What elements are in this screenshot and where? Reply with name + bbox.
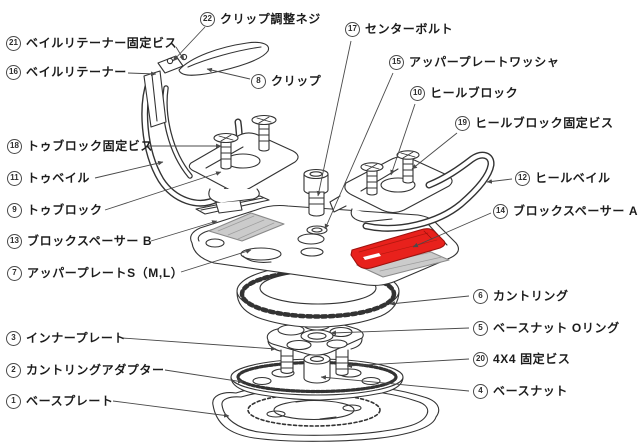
part-number: 9 — [7, 202, 22, 218]
4x4-screw-left — [280, 349, 294, 374]
part-number: 2 — [6, 362, 21, 378]
part-name: ベースナット Oリング — [493, 321, 620, 335]
heel-block-screw-2 — [396, 150, 420, 184]
part-label-20: 20 4X4 固定ビス — [473, 351, 571, 367]
part-number: 3 — [6, 330, 21, 346]
part-name: クリップ — [271, 74, 322, 88]
part-label-16: 16 ベイルリテーナー — [6, 64, 127, 80]
part-label-12: 12 ヒールベイル — [515, 170, 611, 186]
part-label-6: 6 カントリング — [473, 288, 569, 304]
clip — [178, 41, 270, 76]
toe-block — [188, 132, 299, 214]
part-number: 15 — [389, 54, 404, 70]
part-number: 11 — [7, 170, 22, 186]
part-label-8: 8 クリップ — [251, 73, 321, 89]
part-number: 18 — [7, 138, 22, 154]
part-name: ブロックスペーサー A — [513, 204, 639, 218]
part-number: 1 — [6, 393, 21, 409]
part-number: 21 — [6, 35, 21, 51]
part-label-2: 2 カントリングアダプター — [6, 362, 165, 378]
part-label-18: 18 トゥブロック固定ビス — [7, 138, 153, 154]
part-label-5: 5 ベースナット Oリング — [473, 320, 620, 336]
leader-lines — [94, 26, 513, 418]
part-name: ベイルリテーナー — [26, 65, 127, 79]
bail-retainer-screw — [166, 57, 174, 65]
part-name: 4X4 固定ビス — [493, 352, 571, 366]
part-number: 13 — [7, 233, 22, 249]
part-number: 19 — [455, 115, 470, 131]
part-label-4: 4 ベースナット — [473, 383, 568, 399]
part-label-17: 17 センターボルト — [345, 21, 453, 37]
part-number: 22 — [200, 11, 215, 27]
part-number: 20 — [473, 351, 488, 367]
part-name: カントリングアダプター — [26, 363, 165, 377]
block-spacer-a-highlight — [350, 228, 446, 270]
toe-block-screw-2 — [251, 114, 277, 152]
part-number: 17 — [345, 21, 360, 37]
part-name: センターボルト — [365, 22, 454, 36]
part-number: 4 — [473, 383, 488, 399]
part-number: 5 — [473, 320, 488, 336]
part-number: 6 — [473, 288, 488, 304]
part-label-10: 10 ヒールブロック — [410, 85, 518, 101]
part-label-19: 19 ヒールブロック固定ビス — [455, 115, 614, 131]
part-name: トゥベイル — [27, 171, 91, 185]
block-spacer-a-shape — [350, 228, 446, 270]
part-label-13: 13 ブロックスペーサー B — [7, 233, 152, 249]
part-number: 16 — [6, 64, 21, 80]
part-name: ベイルリテーナー固定ビス — [26, 36, 178, 50]
part-label-7: 7 アッパープレートS（M,L） — [7, 265, 183, 281]
part-label-22: 22 クリップ調整ネジ — [200, 11, 321, 27]
part-name: トゥブロック — [27, 203, 103, 217]
part-label-15: 15 アッパープレートワッシャ — [389, 54, 559, 70]
part-number: 7 — [7, 265, 22, 281]
part-label-1: 1 ベースプレート — [6, 393, 114, 409]
part-number: 12 — [515, 170, 530, 186]
part-label-21: 21 ベイルリテーナー固定ビス — [6, 35, 177, 51]
base-nut-o-ring — [300, 329, 334, 343]
toe-block-screw-1 — [213, 132, 239, 170]
part-number: 8 — [251, 73, 266, 89]
part-label-3: 3 インナープレート — [6, 330, 126, 346]
part-label-11: 11 トゥベイル — [7, 170, 90, 186]
part-name: ブロックスペーサー B — [27, 234, 153, 248]
part-name: ベースナット — [493, 384, 569, 398]
part-name: アッパープレートワッシャ — [409, 55, 560, 69]
part-name: ヒールベイル — [535, 171, 611, 185]
part-label-9: 9 トゥブロック — [7, 202, 103, 218]
upper-plate-washer — [306, 225, 328, 235]
part-label-14: 14 ブロックスペーサー A — [493, 203, 638, 219]
part-name: アッパープレートS（M,L） — [27, 266, 184, 280]
part-name: クリップ調整ネジ — [220, 12, 321, 26]
part-name: ベースプレート — [26, 394, 114, 408]
part-name: トゥブロック固定ビス — [27, 139, 154, 153]
part-number: 10 — [410, 85, 425, 101]
part-name: ヒールブロック固定ビス — [475, 116, 614, 130]
4x4-screw-right — [335, 349, 349, 376]
part-name: ヒールブロック — [430, 86, 519, 100]
base-nut — [303, 353, 331, 384]
heel-block-screw-1 — [360, 162, 384, 196]
part-name: インナープレート — [26, 331, 127, 345]
heel-bail — [362, 151, 495, 232]
part-name: カントリング — [493, 289, 569, 303]
inner-plate — [266, 318, 364, 356]
part-number: 14 — [493, 203, 508, 219]
